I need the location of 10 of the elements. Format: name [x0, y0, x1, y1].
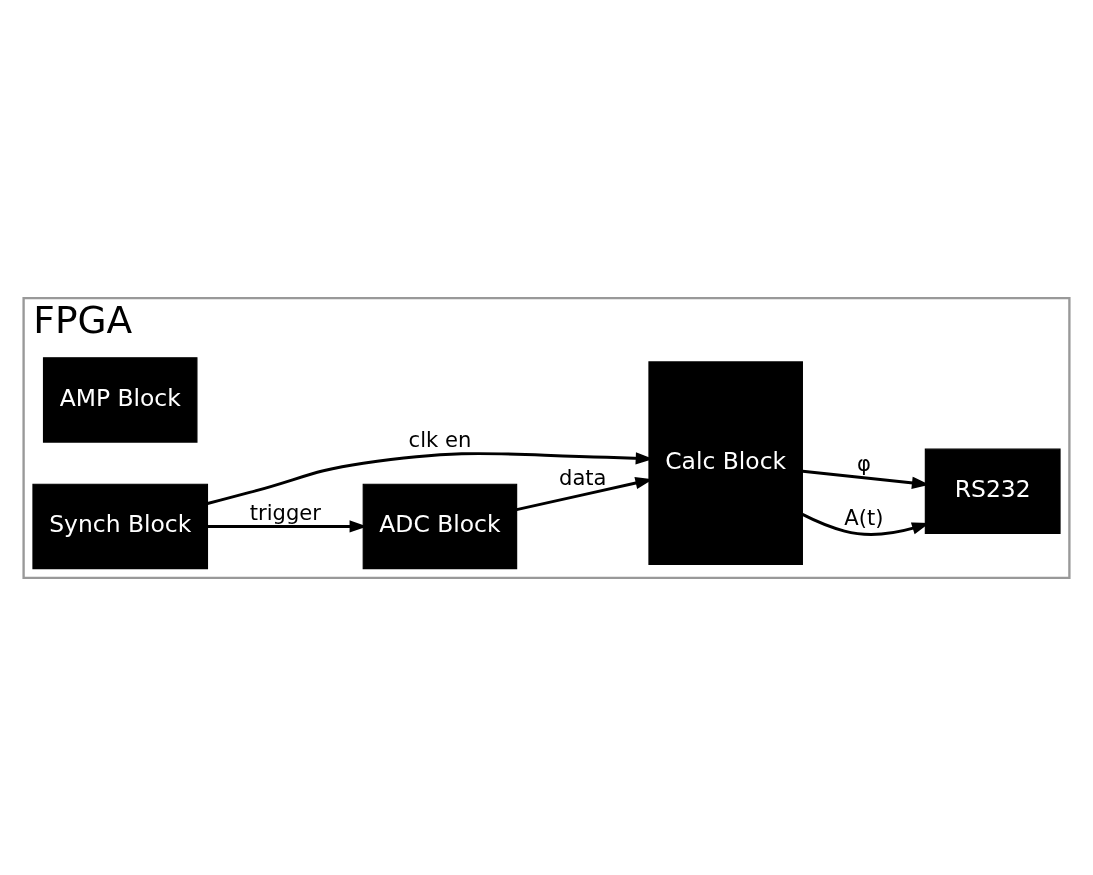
- edge-label: trigger: [249, 499, 321, 525]
- edge-label: A(t): [844, 504, 884, 530]
- node-box: Calc Block: [648, 360, 803, 565]
- node-box: Synch Block: [32, 483, 209, 569]
- edge-label: φ: [856, 450, 871, 476]
- node-box: ADC Block: [362, 483, 518, 569]
- edge-label: data: [559, 464, 607, 490]
- node-box: RS232: [924, 448, 1061, 534]
- edge-label: clk en: [408, 426, 472, 452]
- node-box: AMP Block: [42, 356, 198, 443]
